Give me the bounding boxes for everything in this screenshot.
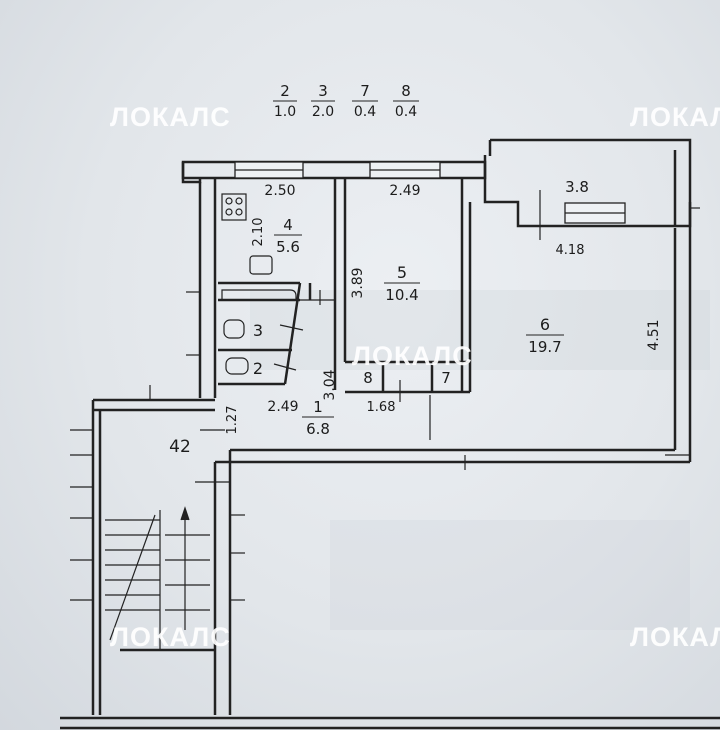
svg-text:1: 1 (313, 398, 323, 416)
fixtures (221, 193, 304, 375)
svg-text:10.4: 10.4 (385, 286, 418, 304)
watermark-bottom-right: ЛОКАЛС (630, 622, 720, 652)
dim-38: 3.8 (565, 178, 589, 196)
watermark-top-left: ЛОКАЛС (110, 102, 231, 132)
stove-icon (221, 193, 247, 221)
svg-text:19.7: 19.7 (528, 338, 561, 356)
watermark-top-right: ЛОКАЛС (630, 102, 720, 132)
legend-fraction-7: 7 0.4 (352, 82, 378, 120)
stairwell-label: 42 (169, 437, 191, 457)
washbasin-icon (225, 357, 249, 375)
room-2-label: 2 (253, 359, 263, 378)
bathtub-icon (221, 289, 297, 301)
room-labels: 4 5.6 5 10.4 6 19.7 1 6.8 3 2 8 7 42 (169, 216, 564, 457)
svg-text:3: 3 (318, 82, 328, 100)
legend-fraction-8: 8 0.4 (393, 82, 419, 120)
legend-fraction-2: 2 1.0 (273, 82, 297, 120)
legend-fractions: 2 1.0 3 2.0 7 0.4 8 0.4 (273, 82, 419, 120)
svg-text:4: 4 (283, 216, 293, 234)
watermarks: ЛОКАЛС ЛОКАЛС ЛОКАЛС ЛОКАЛС ЛОКАЛС (110, 102, 720, 652)
room-5-label: 5 10.4 (384, 263, 420, 304)
svg-text:1.0: 1.0 (274, 104, 296, 120)
svg-text:6.8: 6.8 (306, 420, 330, 438)
watermark-center: ЛОКАЛС (352, 341, 473, 371)
dim-418: 4.18 (556, 243, 585, 258)
background-print (250, 290, 710, 630)
svg-text:0.4: 0.4 (354, 104, 376, 120)
svg-text:6: 6 (540, 315, 550, 334)
dim-249-top: 2.49 (389, 183, 420, 199)
dimension-labels: 2.50 2.49 3.8 2.10 4.18 3.89 4.51 3.04 2… (225, 178, 662, 434)
dimension-ticks (70, 190, 700, 601)
legend-fraction-3: 3 2.0 (311, 82, 335, 120)
dim-249-low: 2.49 (267, 399, 298, 415)
dim-210: 2.10 (251, 218, 266, 247)
dim-250: 2.50 (264, 183, 295, 199)
dim-127: 1.27 (225, 406, 240, 435)
stairs (105, 506, 210, 650)
dim-389: 3.89 (350, 267, 366, 298)
walls (60, 138, 720, 730)
room-6-label: 6 19.7 (526, 315, 564, 356)
room-8-label: 8 (363, 369, 373, 387)
svg-text:2: 2 (280, 82, 290, 100)
dim-451: 4.51 (646, 319, 662, 350)
room-1-label: 1 6.8 (302, 398, 334, 438)
dim-304: 3.04 (322, 369, 338, 400)
svg-text:8: 8 (401, 82, 411, 100)
room-4-label: 4 5.6 (274, 216, 302, 256)
windows (234, 161, 626, 224)
room-7-label: 7 (441, 369, 451, 387)
svg-text:2.0: 2.0 (312, 104, 334, 120)
svg-text:5: 5 (397, 263, 407, 282)
svg-text:0.4: 0.4 (395, 104, 417, 120)
watermark-bottom-left: ЛОКАЛС (110, 622, 231, 652)
svg-text:5.6: 5.6 (276, 238, 300, 256)
sink-icon (249, 255, 273, 275)
svg-text:7: 7 (360, 82, 370, 100)
dim-168: 1.68 (367, 400, 396, 415)
toilet-icon (223, 319, 245, 339)
room-3-label: 3 (253, 321, 263, 340)
